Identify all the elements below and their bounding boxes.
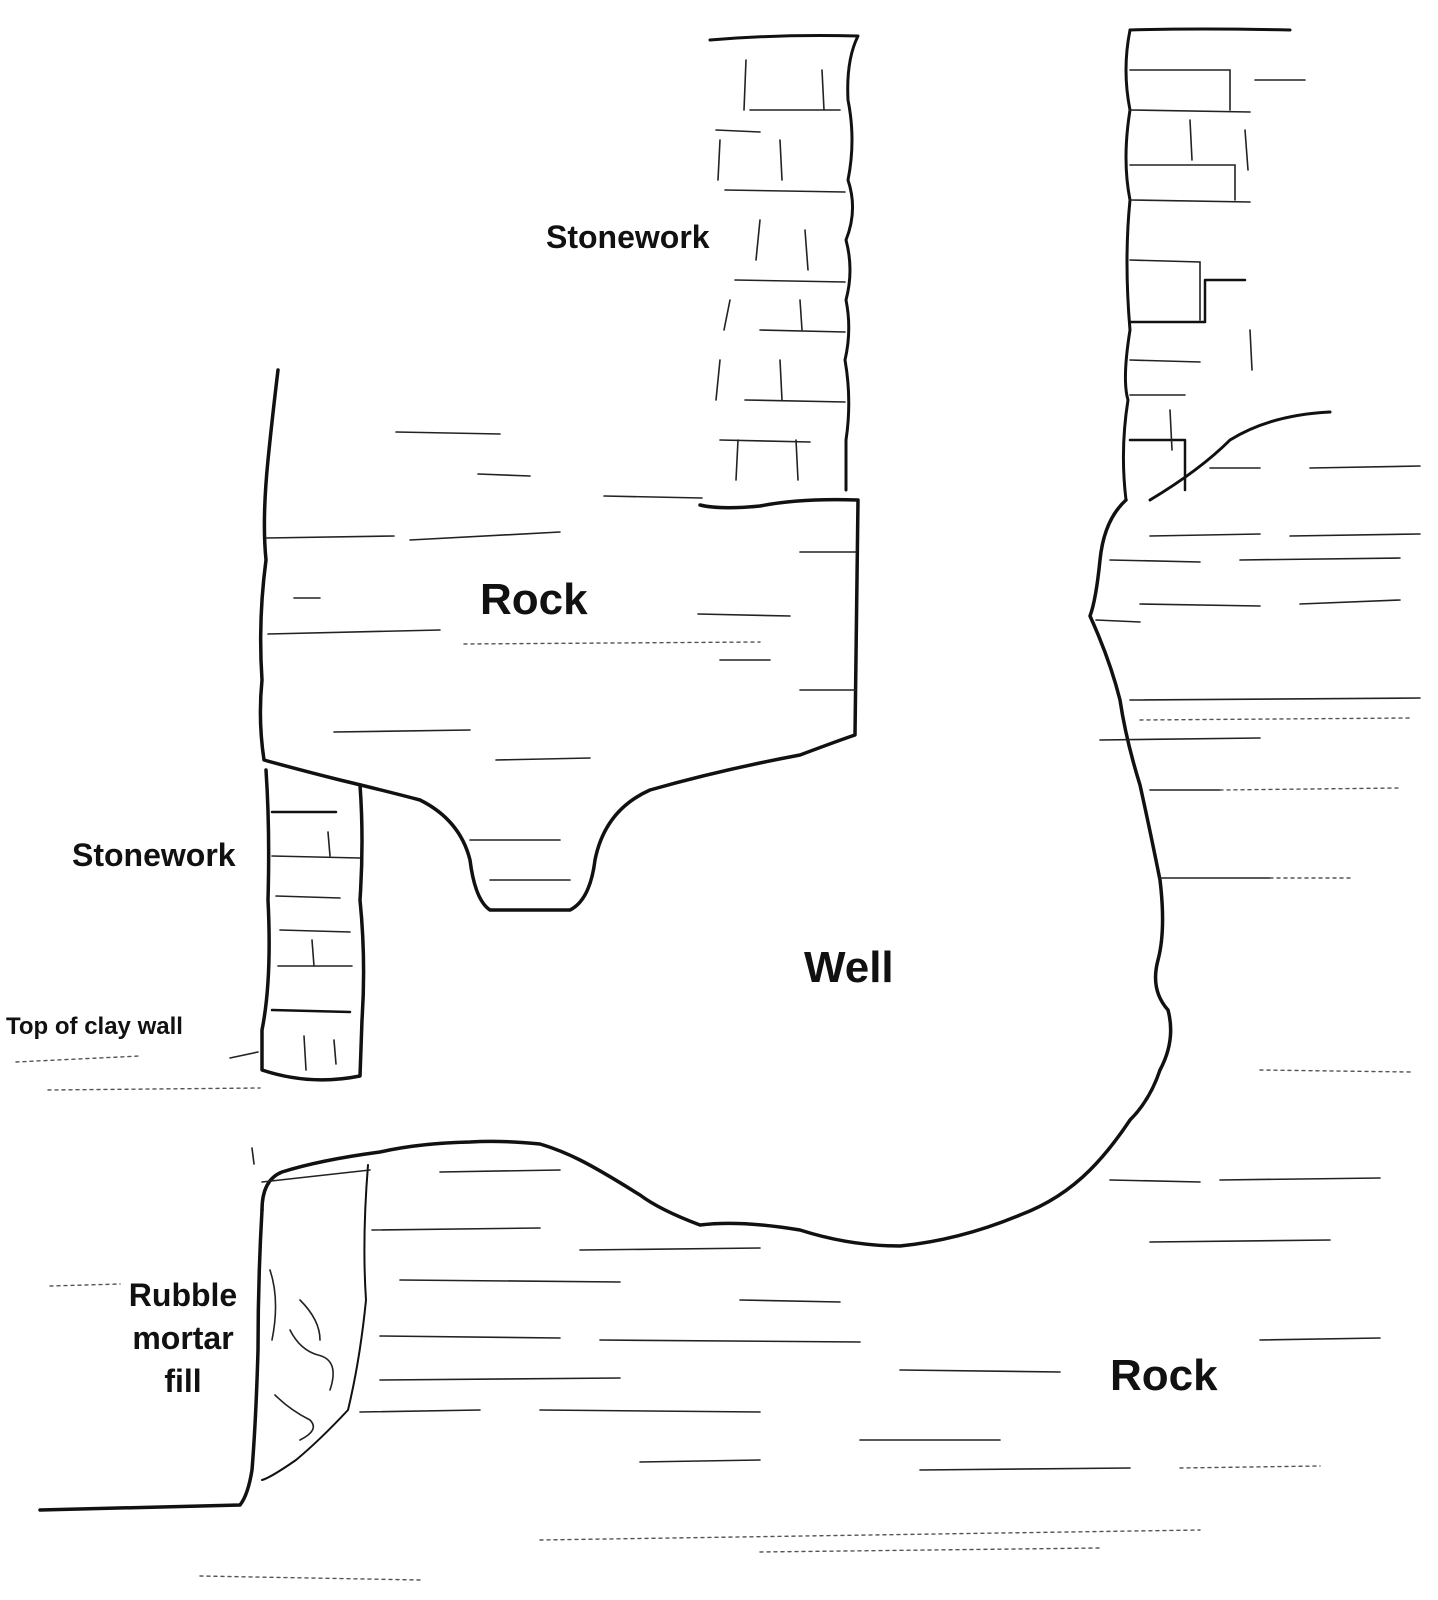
label-well: Well <box>804 943 894 992</box>
label-stonework-upper: Stonework <box>546 219 710 255</box>
right-stonework-column <box>1121 27 1332 502</box>
rubble-fill-wall <box>38 1164 371 1512</box>
right-rock-hatching <box>1095 465 1421 1183</box>
label-rubble-line3: fill <box>164 1363 201 1399</box>
well-outline <box>260 498 1173 1248</box>
upper-rock-block <box>258 368 860 912</box>
lower-rock-hatching <box>15 1051 1381 1581</box>
upper-stonework-column <box>708 34 860 492</box>
label-rubble-line2: mortar <box>132 1320 233 1356</box>
label-top-of-clay-wall: Top of clay wall <box>6 1013 183 1040</box>
label-stonework-left: Stonework <box>72 837 236 873</box>
label-rock-lower: Rock <box>1110 1351 1218 1400</box>
label-rock-upper: Rock <box>480 575 588 624</box>
left-stonework-column <box>260 768 366 1082</box>
label-rubble-line1: Rubble <box>129 1277 237 1313</box>
